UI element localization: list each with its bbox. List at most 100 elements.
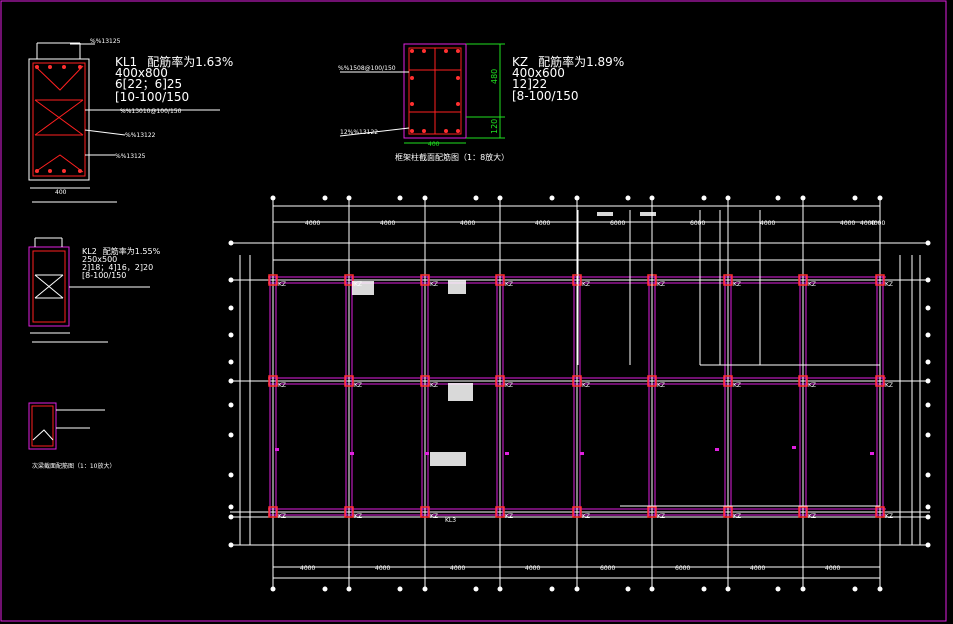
annotation-block [448,280,466,294]
axis-bubble [775,586,781,592]
axis-bubble [397,586,403,592]
beam-marker [792,446,796,449]
column-tag: KZ [505,513,513,520]
column-tag: KZ [657,513,665,520]
column-square [344,375,354,387]
column-tag: KZ [808,281,816,288]
kl1-note-mid: %%13122 [125,132,156,139]
column-tag: KZ [505,382,513,389]
structural-plan[interactable]: KZKZKZKZKZKZKZKZKZKZKZKZKZKZKZKZKZKZKZKZ… [228,195,931,592]
kl1-rebar: 6[22；6]25 [115,77,182,91]
axis-bubble [925,332,931,338]
axis-bubble [625,586,631,592]
axis-bubble [322,586,328,592]
column-tag: KZ [657,281,665,288]
axis-bubble [649,586,655,592]
column-tag: KZ [885,281,893,288]
dim-label: 6000 [675,565,690,572]
axis-bubble [228,504,234,510]
axis-bubble [228,332,234,338]
axis-bubble [877,195,883,201]
dim-label: 4000 [535,220,550,227]
annotation-block [448,383,473,401]
annotation-block [430,452,466,466]
column-square [495,375,505,387]
column-square [572,274,582,286]
axis-bubble [800,586,806,592]
axis-bubble [228,542,234,548]
dim-label: 4000 [460,220,475,227]
axis-bubble [701,586,707,592]
axis-bubble [925,359,931,365]
kz-dim-120: 120 [490,119,499,134]
kl2-rebar: 2]18；4]16，2]20 [82,263,153,272]
column-square [647,375,657,387]
column-square [798,274,808,286]
axis-bubble [925,504,931,510]
dim-label: 4000 [525,565,540,572]
axis-bubble [800,195,806,201]
dim-label: 6000 [600,565,615,572]
column-square [495,274,505,286]
column-square [875,274,885,286]
dim-label: 4000 [305,220,320,227]
axis-bubble [270,195,276,201]
dim-label: 4000 [870,220,885,227]
dim-label: 4000 [750,565,765,572]
dim-label: 4000 [860,220,875,227]
axis-bubble [701,195,707,201]
axis-bubble [925,514,931,520]
column-square [420,375,430,387]
column-tag: KZ [354,513,362,520]
column-tag: KZ [733,281,741,288]
column-tag: KZ [657,382,665,389]
kl2-stirrup: [8-100/150 [82,271,126,280]
axis-bubble [649,195,655,201]
axis-bubble [574,586,580,592]
column-square [344,506,354,518]
axis-bubble [322,195,328,201]
axis-bubble [228,359,234,365]
axis-bubble [877,586,883,592]
column-square [723,274,733,286]
column-tag: KZ [733,382,741,389]
axis-bubble [228,432,234,438]
column-square [798,506,808,518]
axis-bubble [228,305,234,311]
plan-beam-label: KL3 [445,517,456,524]
dim-label: 4000 [300,565,315,572]
beam-marker [870,452,874,455]
column-tag: KZ [430,281,438,288]
column-square [875,506,885,518]
column-square [420,506,430,518]
kl2-section[interactable] [28,237,150,343]
annotation-block [640,212,656,216]
dim-label: 4000 [825,565,840,572]
column-square [344,274,354,286]
column-tag: KZ [278,382,286,389]
annotation-block [597,212,613,216]
axis-bubble [228,240,234,246]
column-tag: KZ [808,382,816,389]
secondary-beam-section[interactable] [28,402,105,450]
column-tag: KZ [430,513,438,520]
secondary-beam-caption: 次梁截面配筋图（1：10放大） [32,462,115,470]
kz-stirrup: [8-100/150 [512,89,579,103]
kz-section[interactable] [339,43,505,144]
axis-bubble [625,195,631,201]
kz-dim-480: 480 [490,69,499,84]
dim-label: 4000 [760,220,775,227]
kl1-section[interactable] [28,42,220,203]
axis-bubble [725,195,731,201]
axis-bubble [473,195,479,201]
beam-marker [275,448,279,451]
column-tag: KZ [505,281,513,288]
beam-marker [350,452,354,455]
axis-bubble [925,277,931,283]
column-square [647,506,657,518]
axis-bubble [574,195,580,201]
column-tag: KZ [885,382,893,389]
dim-label: 6000 [610,220,625,227]
